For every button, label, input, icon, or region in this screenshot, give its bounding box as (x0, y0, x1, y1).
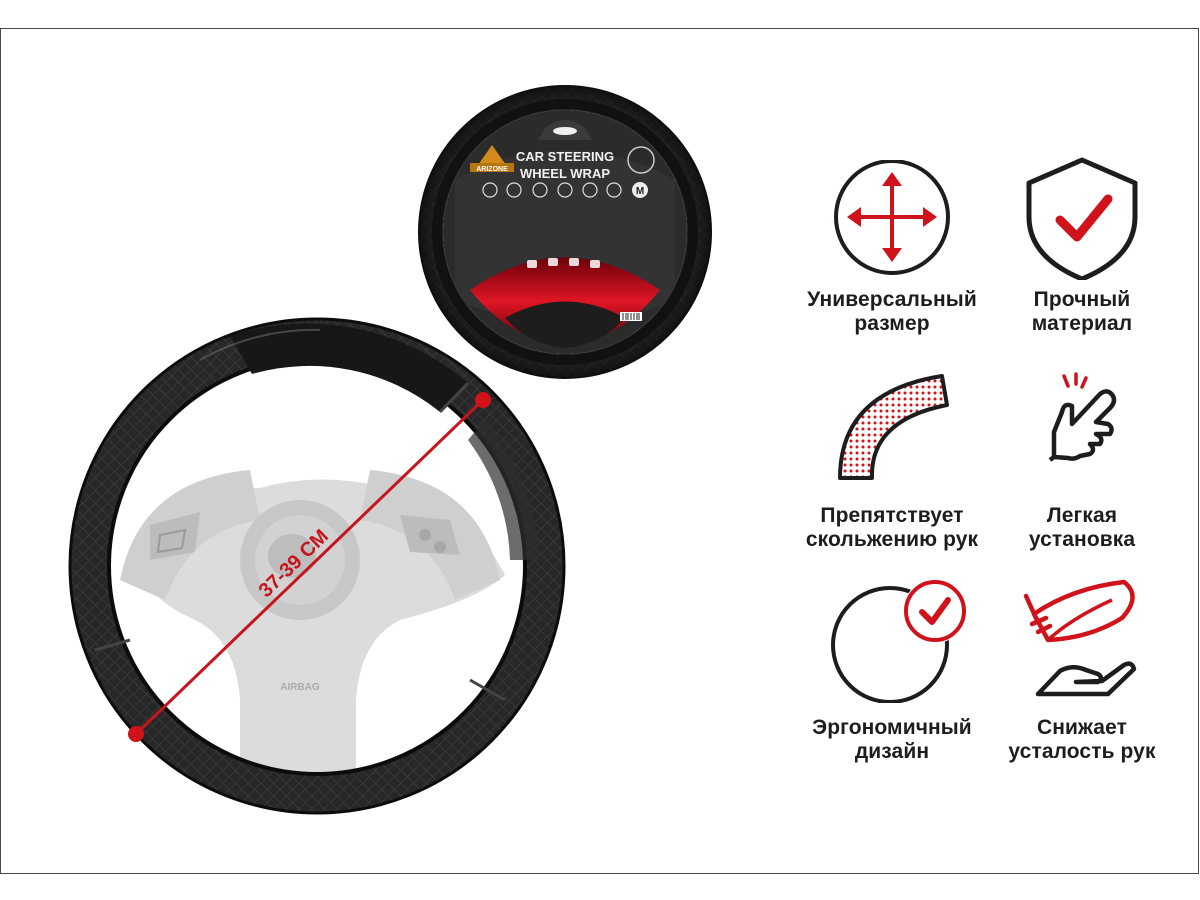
circle-check-icon (831, 579, 967, 703)
measure-point-bottom (128, 726, 144, 742)
packaged-product: M ARIZONE CAR STEERING WHEEL WRAP (418, 85, 712, 379)
steering-wheel-cover: AIRBAG (68, 317, 566, 815)
steering-wheel-ghost: AIRBAG (120, 470, 505, 790)
size-badge: M (636, 186, 644, 197)
shield-check-icon (1026, 157, 1138, 280)
arrows-cross-icon (834, 160, 950, 275)
dotted-grip-arc-icon (838, 374, 949, 480)
package-title-line2: WHEEL WRAP (520, 166, 610, 181)
feather-hand-icon (1023, 579, 1137, 697)
finger-tap-icon (1048, 372, 1117, 462)
package-title-line1: CAR STEERING (516, 149, 614, 164)
brand-logo: ARIZONE (476, 166, 508, 173)
svg-text:AIRBAG: AIRBAG (280, 682, 320, 693)
measure-point-top (475, 392, 491, 408)
